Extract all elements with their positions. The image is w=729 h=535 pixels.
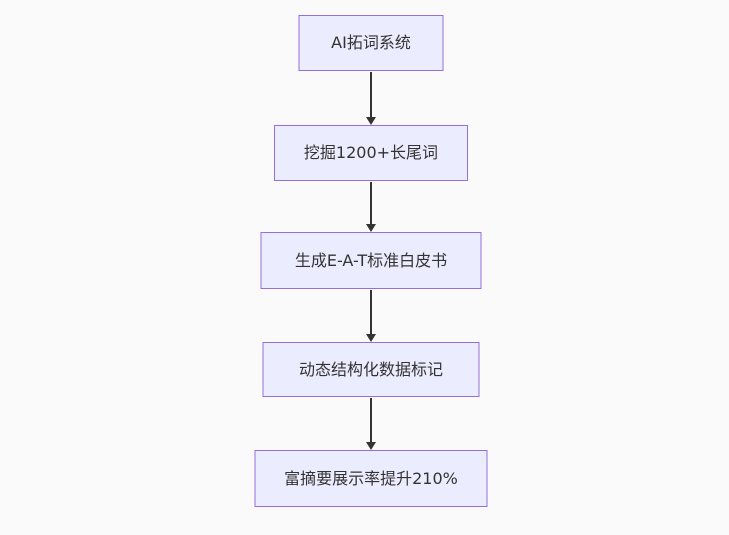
flow-node-2-label: 挖掘1200+长尾词 [303,143,439,162]
flow-node-5-label: 富摘要展示率提升210% [284,468,458,488]
flow-node-3: 生成E-A-T标准白皮书 [260,232,482,289]
flow-node-1: AI拓词系统 [298,15,444,71]
arrowhead-down-icon [366,334,376,342]
flow-node-1-label: AI拓词系统 [331,33,411,52]
flow-node-3-label: 生成E-A-T标准白皮书 [294,250,448,270]
flow-node-4: 动态结构化数据标记 [262,342,480,397]
edge-line [370,72,372,117]
flow-edge-3 [366,290,376,342]
flow-node-5: 富摘要展示率提升210% [254,450,488,507]
arrowhead-down-icon [366,117,376,125]
arrowhead-down-icon [366,224,376,232]
edge-line [370,290,372,334]
edge-line [370,398,372,442]
flow-edge-4 [366,398,376,450]
arrowhead-down-icon [366,442,376,450]
flow-edge-2 [366,182,376,232]
flow-node-2: 挖掘1200+长尾词 [274,125,468,181]
flow-edge-1 [366,72,376,125]
edge-line [370,182,372,224]
flow-node-4-label: 动态结构化数据标记 [298,359,443,379]
